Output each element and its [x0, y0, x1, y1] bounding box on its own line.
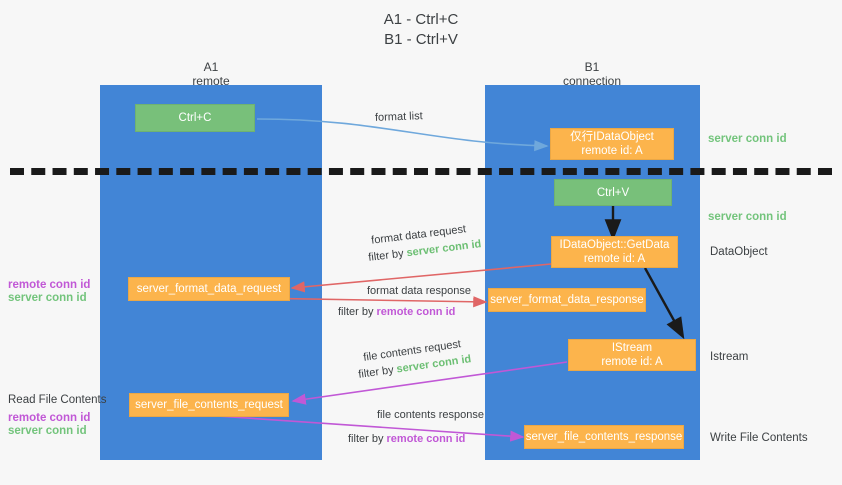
- right-note-istream: Istream: [710, 351, 749, 363]
- left-note-server-conn-id-2: server conn id: [8, 425, 87, 437]
- diagram-title-line2: B1 - Ctrl+V: [384, 31, 458, 48]
- box-idataobject[interactable]: 仅行IDataObject remote id: A: [550, 128, 674, 160]
- box-istream-line2: remote id: A: [601, 356, 663, 368]
- edge-label-format-data-response: format data response: [367, 285, 471, 297]
- edge-label-fdreq-filter-prefix: filter by: [367, 247, 408, 264]
- box-istream-line1: IStream: [611, 342, 653, 354]
- edge-label-fcres-filter-prefix: filter by: [348, 433, 387, 445]
- box-server-file-contents-request[interactable]: server_file_contents_request: [129, 393, 289, 417]
- edge-label-fdres-filter-key: remote conn id: [376, 306, 456, 318]
- left-note-read-file-contents: Read File Contents: [8, 394, 107, 406]
- right-note-dataobject: DataObject: [710, 246, 768, 258]
- box-getdata[interactable]: IDataObject::GetData remote id: A: [551, 236, 678, 268]
- edge-label-fcreq-filter-prefix: filter by: [357, 363, 398, 381]
- box-idataobject-line2: remote id: A: [581, 145, 643, 157]
- edge-label-format-list: format list: [374, 110, 423, 124]
- diagram-title-line1: A1 - Ctrl+C: [383, 11, 459, 28]
- box-ctrl-v[interactable]: Ctrl+V: [554, 179, 672, 206]
- left-note-server-conn-id-1: server conn id: [8, 292, 87, 304]
- right-note-server-conn-id-mid: server conn id: [708, 211, 787, 223]
- box-getdata-line2: remote id: A: [583, 253, 646, 265]
- box-ctrl-c[interactable]: Ctrl+C: [135, 104, 255, 132]
- edge-label-file-contents-response-filter: filter by remote conn id: [348, 432, 465, 447]
- box-server-file-contents-response[interactable]: server_file_contents_response: [524, 425, 684, 449]
- box-server-file-contents-response-label: server_file_contents_response: [525, 431, 683, 443]
- left-note-remote-conn-id-1: remote conn id: [8, 279, 91, 291]
- column-header-b1-name: B1: [584, 60, 600, 74]
- right-note-write-file-contents: Write File Contents: [710, 432, 808, 444]
- column-header-b1: B1 connection: [512, 60, 672, 88]
- box-getdata-line1: IDataObject::GetData: [559, 239, 670, 251]
- edge-label-fcres-filter-key: remote conn id: [386, 433, 466, 445]
- column-header-b1-sub: connection: [562, 74, 622, 88]
- box-server-format-data-response[interactable]: server_format_data_response: [488, 288, 646, 312]
- box-idataobject-line1: 仅行IDataObject: [570, 131, 654, 143]
- column-header-a1-name: A1: [203, 60, 219, 74]
- box-server-format-data-request[interactable]: server_format_data_request: [128, 277, 290, 301]
- edge-label-format-data-response-filter: filter by remote conn id: [338, 305, 455, 320]
- box-server-format-data-request-label: server_format_data_request: [136, 283, 282, 295]
- left-note-remote-conn-id-2: remote conn id: [8, 412, 91, 424]
- column-header-a1: A1 remote: [131, 60, 291, 88]
- box-ctrl-v-label: Ctrl+V: [596, 186, 630, 199]
- column-header-a1-sub: remote: [192, 74, 230, 88]
- phase-divider: [10, 168, 832, 175]
- edge-label-file-contents-response: file contents response: [377, 409, 485, 421]
- box-ctrl-c-label: Ctrl+C: [178, 112, 212, 124]
- box-server-file-contents-request-label: server_file_contents_request: [135, 399, 283, 411]
- right-note-server-conn-id-top: server conn id: [708, 133, 787, 145]
- box-server-format-data-response-label: server_format_data_response: [490, 294, 644, 306]
- edge-label-fdres-filter-prefix: filter by: [338, 306, 377, 318]
- box-istream[interactable]: IStream remote id: A: [568, 339, 696, 371]
